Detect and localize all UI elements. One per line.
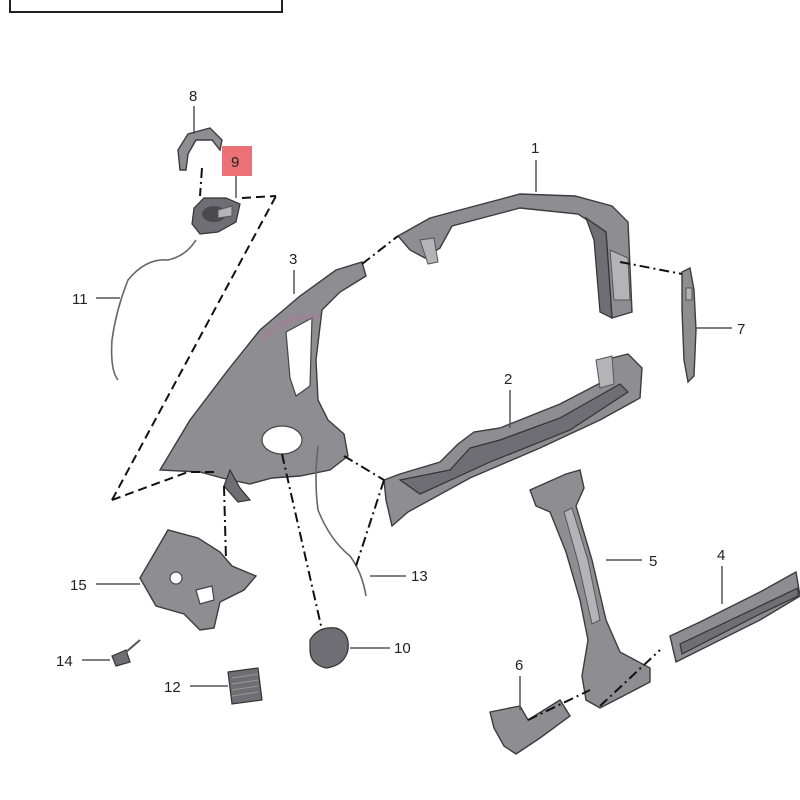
assembly-lines — [111, 167, 683, 721]
callout-8[interactable]: 8 — [189, 88, 197, 105]
part-4-sill-strip[interactable] — [669, 570, 800, 664]
part-8-strap[interactable] — [177, 127, 223, 171]
callout-1[interactable]: 1 — [531, 140, 539, 157]
callout-9-highlight — [222, 146, 252, 176]
part-11-drain-hose[interactable] — [110, 239, 197, 381]
callout-3[interactable]: 3 — [289, 251, 297, 268]
callout-9[interactable]: 9 — [231, 154, 239, 171]
part-7-vertical-bracket[interactable] — [681, 266, 697, 384]
callout-11[interactable]: 11 — [72, 291, 88, 308]
part-1-side-frame[interactable] — [396, 193, 633, 320]
callout-4[interactable]: 4 — [717, 547, 725, 564]
callout-7[interactable]: 7 — [737, 321, 745, 338]
part-5-b-pillar[interactable] — [529, 469, 651, 709]
part-15-wheelhouse-bracket[interactable] — [139, 529, 258, 631]
callout-15[interactable]: 15 — [70, 577, 87, 594]
part-10-filler-cap[interactable] — [309, 627, 349, 669]
part-2-rocker-panel[interactable] — [383, 353, 643, 528]
callout-2[interactable]: 2 — [504, 371, 512, 388]
callout-6[interactable]: 6 — [515, 657, 523, 674]
callout-14[interactable]: 14 — [56, 653, 73, 670]
part-14-bolt[interactable] — [111, 639, 141, 667]
callout-10[interactable]: 10 — [394, 640, 411, 657]
part-6-corner-bracket[interactable] — [489, 699, 571, 755]
part-3-quarter-panel[interactable] — [158, 261, 367, 503]
callout-13[interactable]: 13 — [411, 568, 428, 585]
callout-5[interactable]: 5 — [649, 553, 657, 570]
part-9-filler-housing[interactable] — [191, 197, 241, 235]
callout-12[interactable]: 12 — [164, 679, 181, 696]
leader-lines — [82, 106, 732, 710]
part-12-vent[interactable] — [227, 667, 263, 705]
part-13-hose[interactable] — [315, 445, 367, 597]
frame-border — [9, 0, 283, 13]
callout-labels: 1 2 3 4 5 6 7 8 9 10 11 12 13 14 15 — [56, 88, 745, 696]
